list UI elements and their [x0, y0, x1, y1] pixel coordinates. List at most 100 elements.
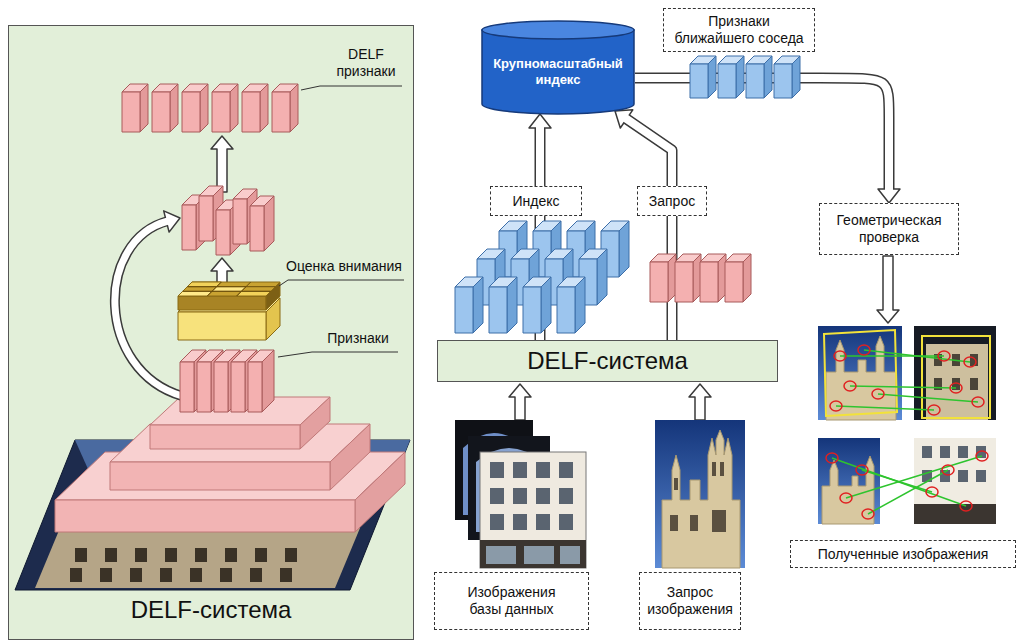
- database-images: [486, 546, 516, 564]
- attention-blocks: [187, 286, 275, 287]
- retrieved-images: [834, 351, 846, 361]
- query-image: [712, 510, 726, 532]
- node-text: Признаки ближайшего соседа: [670, 13, 808, 47]
- cnn-pyramid: [355, 452, 405, 532]
- retrieved-images: [958, 470, 968, 482]
- attention-blocks: [207, 282, 221, 296]
- input-photo: [255, 548, 267, 562]
- input-photo: [70, 548, 297, 582]
- selected-features: [182, 186, 274, 255]
- feature-blocks: [248, 350, 274, 412]
- database-images: [480, 452, 586, 568]
- input-photo: [190, 568, 202, 582]
- retrieved-images: [964, 357, 976, 367]
- index-features: [557, 277, 585, 333]
- database-images: [455, 420, 586, 568]
- retrieved-images: [858, 345, 870, 355]
- neighbor-features: [774, 56, 800, 98]
- dashed-label-box: Геометрическая проверка: [819, 203, 959, 255]
- retrieved-images: [840, 355, 944, 357]
- attention-blocks: [178, 312, 266, 340]
- node-text: Индекс: [512, 193, 559, 210]
- retrieved-images: [938, 351, 950, 361]
- delf-features: [272, 84, 298, 132]
- neighbor-features: [690, 56, 716, 98]
- input-photo: [195, 548, 207, 562]
- retrieved-images: [922, 446, 932, 458]
- input-photo: [105, 548, 117, 562]
- dashed-label-box: Индекс: [490, 186, 582, 216]
- leader-line: [301, 86, 402, 90]
- retrieved-images: [976, 470, 986, 482]
- input-photo: [160, 568, 172, 582]
- dashed-label-box: Изображения базы данных: [434, 572, 589, 630]
- attention-blocks: [178, 282, 280, 340]
- attention-blocks: [212, 287, 246, 292]
- query-image: [662, 430, 740, 568]
- input-photo: [250, 568, 262, 582]
- retrieved-images: [844, 381, 856, 391]
- dashed-label-box: Полученные изображения: [790, 540, 1016, 568]
- cnn-pyramid: [330, 424, 370, 490]
- dashed-label-box: Запрос изображения: [639, 572, 741, 630]
- hollow-arrow: [509, 384, 531, 420]
- input-photo: [75, 548, 87, 562]
- attention-blocks: [178, 291, 212, 296]
- retrieved-images: [832, 350, 982, 514]
- retrieved-images: [822, 456, 874, 524]
- panel-ground: [8, 25, 414, 640]
- index-features: [523, 277, 551, 333]
- neighbor-features: [746, 56, 772, 98]
- delf-features: [212, 84, 238, 132]
- database-images: [560, 546, 580, 564]
- database-images: [559, 462, 573, 478]
- node-text: Геометрическая проверка: [826, 212, 952, 246]
- node-text: Изображения базы данных: [451, 584, 572, 618]
- query-features: [700, 254, 726, 302]
- arrow-fill: [623, 117, 672, 340]
- retrieved-images: [818, 438, 880, 524]
- hollow-arrow: [115, 221, 182, 396]
- input-photo: [135, 548, 147, 562]
- leader-line: [278, 352, 398, 357]
- input-photo: [70, 568, 82, 582]
- hollow-arrow: [877, 256, 899, 323]
- database-images: [490, 488, 504, 504]
- dashed-label-box: Запрос: [637, 186, 707, 216]
- database-images: [513, 514, 527, 530]
- input-photo: [280, 568, 292, 582]
- database-images: [513, 488, 527, 504]
- retrieved-images: [976, 451, 988, 461]
- index-features: [489, 277, 517, 333]
- input-photo: [130, 568, 142, 582]
- query-image: [655, 420, 745, 568]
- attention-blocks: [178, 282, 280, 296]
- retrieved-images: [846, 456, 982, 498]
- index-features: [455, 277, 483, 333]
- hollow-arrow: [689, 384, 711, 420]
- hollow-arrow: [115, 221, 182, 396]
- node-text: Запрос изображения: [646, 584, 734, 618]
- index-features: [455, 221, 629, 333]
- database-images: [480, 540, 586, 568]
- query-image: [674, 478, 678, 490]
- retrieved-images: [928, 405, 940, 415]
- query-features: [725, 254, 751, 302]
- attention-blocks: [237, 282, 251, 296]
- retrieved-images: [826, 345, 988, 519]
- retrieved-images: [850, 386, 956, 388]
- cylinder-body: [482, 30, 634, 114]
- delf-features: [182, 84, 208, 132]
- retrieved-images: [864, 350, 970, 362]
- input-photo: [285, 548, 297, 562]
- node-text: Запрос: [649, 193, 695, 210]
- retrieved-images: [972, 397, 984, 407]
- retrieved-images: [830, 401, 842, 411]
- cnn-pyramid: [300, 397, 330, 449]
- hollow-arrow: [211, 258, 233, 284]
- cnn-pyramid: [55, 397, 405, 532]
- retrieved-images: [942, 465, 954, 475]
- hollow-arrow: [211, 136, 233, 192]
- input-photo: [225, 548, 237, 562]
- attention-blocks: [183, 282, 276, 296]
